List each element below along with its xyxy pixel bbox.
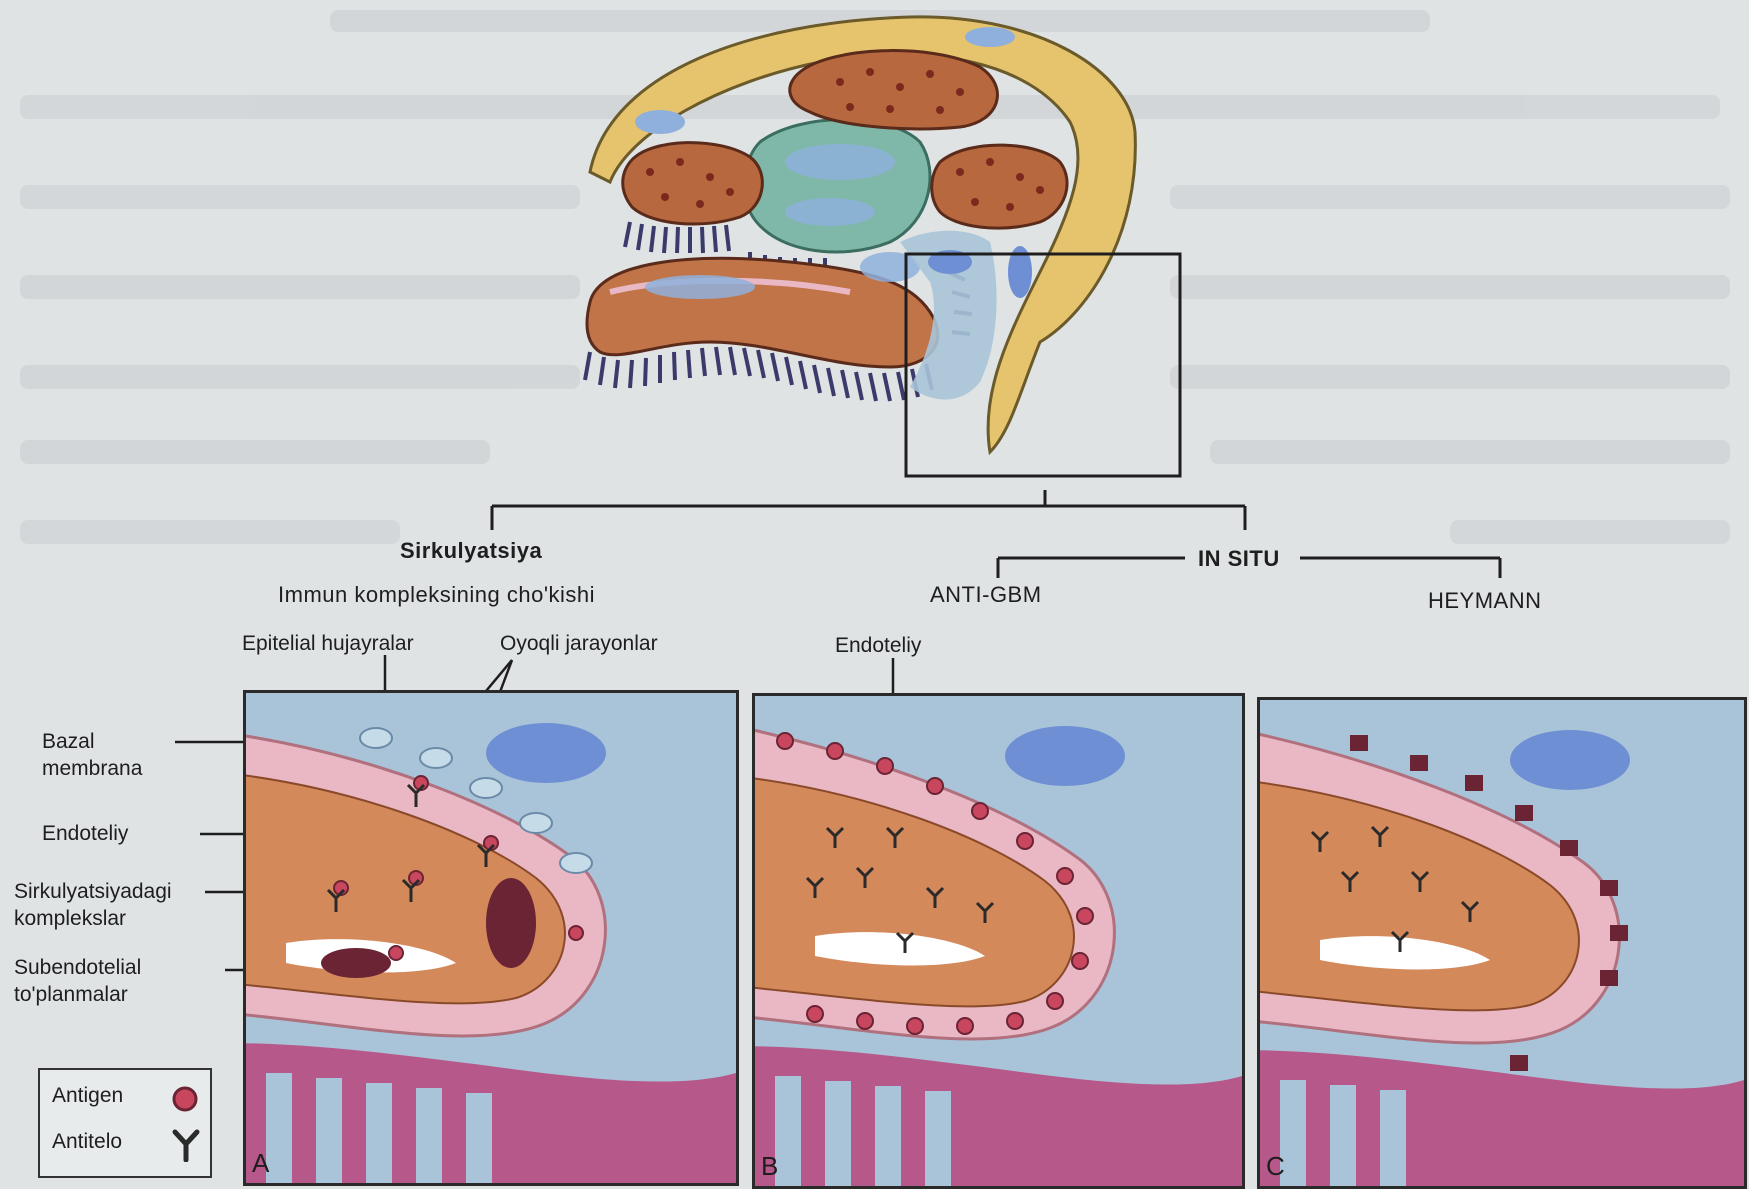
legend: Antigen Antitelo xyxy=(38,1068,212,1178)
panel-c-illustration xyxy=(1260,700,1744,1186)
panel-a-illustration xyxy=(246,693,736,1183)
panel-b: B xyxy=(752,693,1245,1189)
panel-b-letter: B xyxy=(761,1151,778,1182)
legend-antibody-label: Antitelo xyxy=(52,1130,122,1154)
antigen-icon xyxy=(170,1084,200,1114)
panel-a-letter: A xyxy=(252,1148,269,1179)
panel-c-letter: C xyxy=(1266,1151,1285,1182)
panel-c: C xyxy=(1257,697,1747,1189)
panel-a: A xyxy=(243,690,739,1186)
legend-antigen-label: Antigen xyxy=(52,1084,123,1108)
antibody-icon xyxy=(170,1128,202,1162)
panel-b-illustration xyxy=(755,696,1242,1186)
